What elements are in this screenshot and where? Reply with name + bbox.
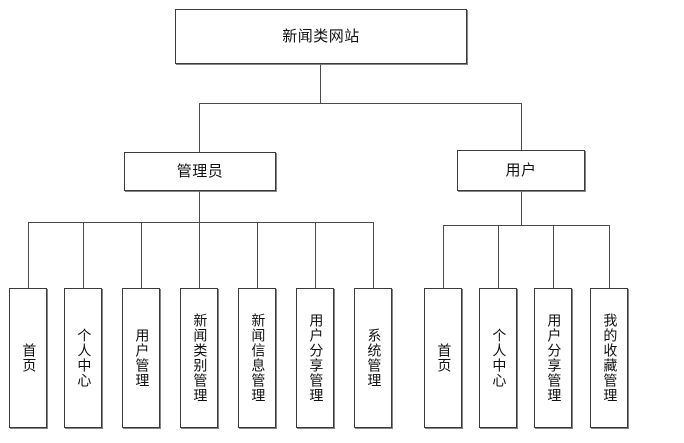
node-root-label: 新闻类网站: [282, 26, 360, 45]
node-branch-admin-label: 管理员: [176, 161, 224, 180]
node-admin-leaf-news-info-management-label: 新闻信息管理: [249, 313, 266, 403]
node-user-leaf-my-favorites-management[interactable]: 我的收藏管理: [590, 288, 628, 428]
connector-user-down: [521, 190, 522, 225]
node-user-leaf-home-label: 首页: [435, 343, 452, 373]
node-admin-leaf-user-management-label: 用户管理: [133, 328, 150, 388]
node-admin-leaf-news-category-management-label: 新闻类别管理: [191, 313, 208, 403]
node-admin-leaf-home[interactable]: 首页: [9, 288, 47, 428]
connector-admin-down: [199, 190, 200, 222]
connector-admin-leaf-bus: [28, 222, 374, 223]
connector-user-leaf-drop-2: [498, 225, 499, 288]
node-admin-leaf-news-info-management[interactable]: 新闻信息管理: [238, 288, 276, 428]
node-user-leaf-user-share-management[interactable]: 用户分享管理: [534, 288, 572, 428]
node-admin-leaf-news-category-management[interactable]: 新闻类别管理: [180, 288, 218, 428]
node-admin-leaf-personal-center[interactable]: 个人中心: [64, 288, 102, 428]
connector-admin-leaf-drop-7: [373, 222, 374, 288]
node-admin-leaf-user-management[interactable]: 用户管理: [122, 288, 160, 428]
connector-admin-leaf-drop-5: [257, 222, 258, 288]
connector-admin-leaf-drop-3: [141, 222, 142, 288]
node-root-news-website[interactable]: 新闻类网站: [175, 9, 467, 64]
connector-user-leaf-drop-1: [443, 225, 444, 288]
connector-user-leaf-bus: [443, 225, 610, 226]
connector-user-leaf-drop-4: [609, 225, 610, 288]
connector-admin-leaf-drop-2: [83, 222, 84, 288]
node-user-leaf-personal-center[interactable]: 个人中心: [479, 288, 517, 428]
node-admin-leaf-user-share-management[interactable]: 用户分享管理: [296, 288, 334, 428]
node-user-leaf-personal-center-label: 个人中心: [490, 328, 507, 388]
node-admin-leaf-home-label: 首页: [20, 343, 37, 373]
connector-admin-leaf-drop-6: [315, 222, 316, 288]
connector-root-down: [320, 63, 321, 104]
node-user-leaf-home[interactable]: 首页: [424, 288, 462, 428]
node-user-leaf-user-share-management-label: 用户分享管理: [545, 313, 562, 403]
connector-bus-to-user: [521, 103, 522, 150]
node-admin-leaf-user-share-management-label: 用户分享管理: [307, 313, 324, 403]
node-user-leaf-my-favorites-management-label: 我的收藏管理: [601, 313, 618, 403]
node-branch-user[interactable]: 用户: [457, 150, 585, 191]
connector-admin-leaf-drop-4: [199, 222, 200, 288]
node-branch-user-label: 用户: [505, 160, 537, 179]
node-branch-admin[interactable]: 管理员: [124, 152, 276, 191]
connector-admin-leaf-drop-1: [28, 222, 29, 288]
node-admin-leaf-system-management-label: 系统管理: [365, 328, 382, 388]
connector-user-leaf-drop-3: [553, 225, 554, 288]
connector-level2-bus: [199, 103, 522, 104]
node-admin-leaf-personal-center-label: 个人中心: [75, 328, 92, 388]
node-admin-leaf-system-management[interactable]: 系统管理: [354, 288, 392, 428]
connector-bus-to-admin: [199, 103, 200, 152]
